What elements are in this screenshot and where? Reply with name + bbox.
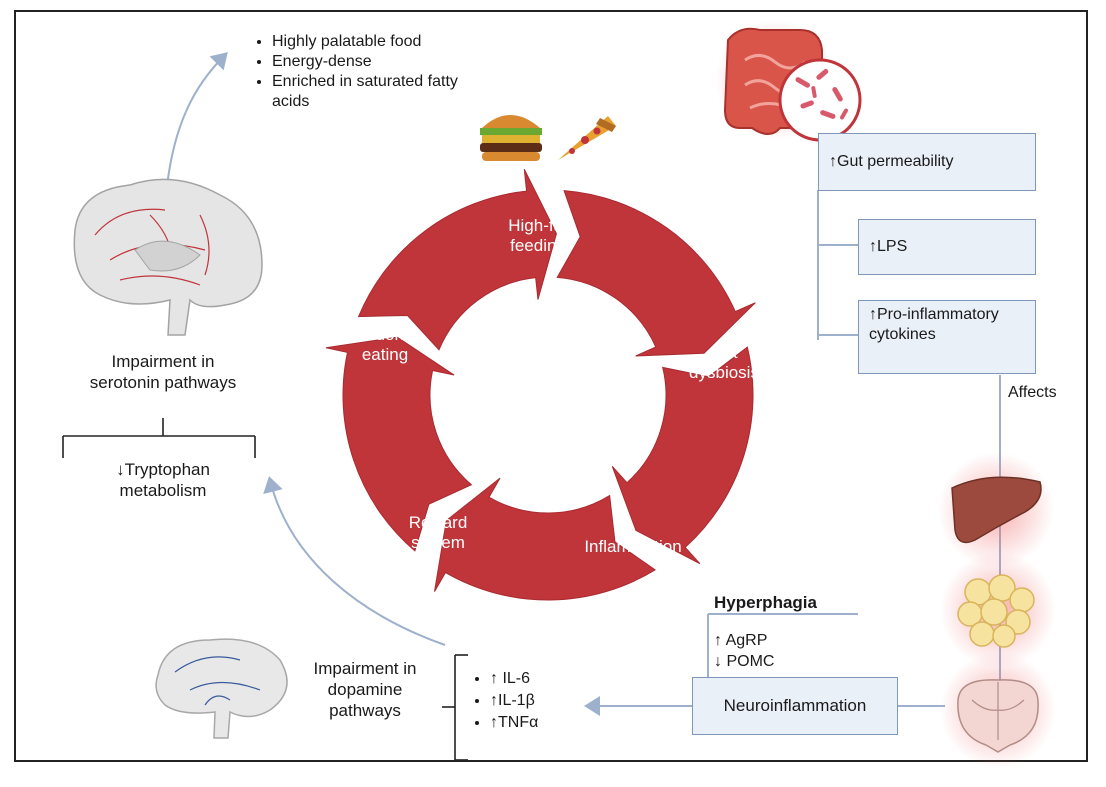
adipose-icon xyxy=(940,552,1056,668)
cytokine-markers-list: ↑ IL-6 ↑IL-1β ↑TNFα xyxy=(468,668,608,734)
marker-item: ↑TNFα xyxy=(490,712,608,734)
segment-label-high-fat-feeding: High-fat feeding xyxy=(508,216,568,255)
cycle-arrow-reward-system xyxy=(325,336,473,552)
bacteria-icon xyxy=(778,58,862,142)
dopamine-bracket xyxy=(442,654,468,761)
hyperphagia-bracket xyxy=(707,613,858,678)
segment-label-hedonic-eating: Hedonic eating xyxy=(353,325,417,364)
cycle-arrow-inflammation xyxy=(434,477,657,601)
tryptophan-label: ↓Tryptophan metabolism xyxy=(116,460,210,500)
serotonin-bracket xyxy=(62,418,256,458)
segment-label-reward-system: Reward system xyxy=(408,513,468,552)
cycle-arrow-hedonic-eating xyxy=(357,169,557,351)
cycle-arrow-gut-dysbiosis xyxy=(611,346,754,565)
serotonin-title: Impairment in serotonin pathways xyxy=(89,352,237,392)
marker-item: ↑ IL-6 xyxy=(490,668,608,690)
brain-icon xyxy=(73,178,263,336)
gut-bracket xyxy=(817,190,858,340)
brain-icon-small xyxy=(155,638,288,739)
gut-permeability-box: ↑Gut permeability xyxy=(818,133,1036,191)
figure-frame xyxy=(14,10,1088,762)
food-trait-item: Highly palatable food xyxy=(272,32,480,52)
segment-label-gut-dysbiosis: Gut dysbiosis xyxy=(689,343,759,382)
pizza-icon xyxy=(558,116,616,160)
lps-box: ↑LPS xyxy=(858,219,1036,275)
burger-icon xyxy=(480,115,542,161)
hyperphagia-pomc: ↓ POMC xyxy=(714,653,775,670)
hyperphagia-title: Hyperphagia xyxy=(714,593,817,612)
hyperphagia-agrp: ↑ AgRP xyxy=(714,632,768,649)
food-trait-item: Enriched in saturated fatty acids xyxy=(272,72,480,112)
neuroinflammation-box: Neuroinflammation xyxy=(692,677,898,735)
segment-label-inflammation: Inflammation xyxy=(584,537,682,556)
marker-item: ↑IL-1β xyxy=(490,690,608,712)
brain-section-icon xyxy=(940,652,1056,768)
affects-label: Affects xyxy=(1008,384,1057,401)
food-trait-item: Energy-dense xyxy=(272,52,480,72)
cytokines-box: ↑Pro-inflammatory cytokines xyxy=(858,300,1036,374)
dopamine-title: Impairment in dopamine pathways xyxy=(313,659,417,720)
cycle-ring xyxy=(325,169,756,601)
dopamine-to-serotonin-arrow xyxy=(263,476,446,646)
liver-icon xyxy=(938,452,1054,568)
food-traits-list: Highly palatable food Energy-dense Enric… xyxy=(250,32,480,112)
cycle-arrow-high-fat-feeding xyxy=(556,190,756,357)
